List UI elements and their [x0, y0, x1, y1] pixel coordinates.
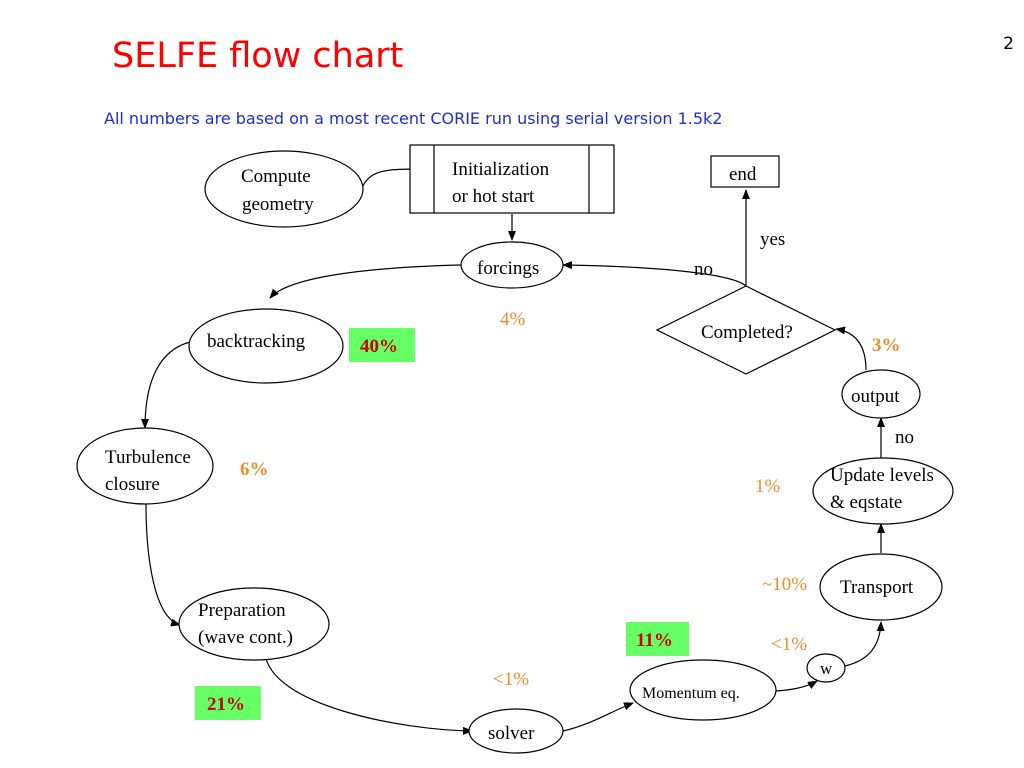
backtracking-node — [188, 308, 344, 384]
slide-subtitle: All numbers are based on a most recent C… — [104, 109, 723, 128]
percent-preparation: 21% — [207, 694, 245, 715]
arrow-preparation-to-solver — [264, 652, 473, 735]
highlight-preparation — [195, 686, 261, 720]
percent-solver: <1% — [493, 669, 529, 690]
highlight-backtracking — [349, 328, 415, 362]
arrow-solver-to-momentum — [562, 702, 634, 732]
backtracking-label: backtracking — [207, 331, 306, 352]
update-levels-label-1: Update levels — [830, 465, 934, 486]
completed-node — [655, 285, 837, 375]
edge-labels: yes no no — [694, 229, 914, 448]
initialization-node — [409, 144, 615, 214]
highlights — [195, 328, 689, 720]
page-number: 2 — [1003, 34, 1014, 54]
preparation-label-2: (wave cont.) — [198, 627, 293, 648]
solver-node — [468, 708, 564, 754]
percent-momentum: 11% — [636, 630, 673, 651]
transport-node — [819, 553, 943, 621]
yes-label: yes — [760, 229, 785, 250]
w-label: w — [820, 659, 833, 678]
percentages-highlighted: 40% 11% 21% — [207, 336, 673, 715]
turbulence-closure-node — [76, 427, 214, 505]
no-label-output: no — [895, 427, 914, 448]
turbulence-closure-label-2: closure — [105, 474, 160, 495]
end-node — [710, 155, 780, 188]
update-levels-node — [812, 457, 954, 525]
slide-title: SELFE flow chart — [112, 36, 404, 76]
initialization-label-1: Initialization — [452, 159, 550, 180]
transport-label: Transport — [840, 577, 914, 598]
initialization-label-2: or hot start — [452, 186, 535, 207]
arrow-w-to-transport — [844, 621, 885, 667]
percent-transport: ~10% — [762, 574, 807, 595]
momentum-node — [629, 659, 777, 721]
percent-update-levels: 1% — [755, 476, 781, 497]
percent-backtracking: 40% — [360, 336, 398, 357]
arrow-momentum-to-w — [775, 680, 818, 692]
shapes — [76, 144, 954, 754]
preparation-label-1: Preparation — [198, 600, 286, 621]
forcings-label: forcings — [477, 258, 539, 279]
w-node — [806, 653, 846, 683]
end-label: end — [729, 164, 757, 185]
percent-turbulence: 6% — [240, 459, 269, 480]
solver-label: solver — [488, 723, 535, 744]
compute-geometry-node — [204, 150, 364, 228]
output-label: output — [851, 386, 900, 407]
update-levels-label-2: & eqstate — [830, 492, 902, 513]
arrow-forcings-to-backtracking — [269, 264, 462, 299]
arrow-backtracking-to-turbulence — [141, 341, 191, 429]
node-labels: Compute geometry Initialization or hot s… — [105, 159, 934, 744]
connectors — [141, 167, 885, 735]
arrow-completed-to-forcings — [562, 261, 747, 287]
percent-w: <1% — [771, 634, 807, 655]
forcings-node — [460, 241, 564, 289]
compute-geometry-label-2: geometry — [242, 194, 314, 215]
percent-forcings: 4% — [500, 309, 526, 330]
percent-completed: 3% — [872, 335, 901, 356]
momentum-label: Momentum eq. — [642, 685, 740, 702]
arrow-turbulence-to-preparation — [145, 503, 181, 627]
turbulence-closure-label-1: Turbulence — [105, 447, 191, 468]
highlight-momentum — [626, 622, 689, 656]
output-node — [841, 369, 921, 419]
arrow-output-to-completed — [835, 326, 867, 371]
preparation-node — [178, 587, 330, 661]
percentages-orange: 4% 3% 6% 1% ~10% <1% <1% — [240, 309, 901, 690]
completed-label: Completed? — [701, 322, 793, 343]
no-label-completed: no — [694, 259, 713, 280]
compute-geometry-label-1: Compute — [241, 166, 311, 187]
